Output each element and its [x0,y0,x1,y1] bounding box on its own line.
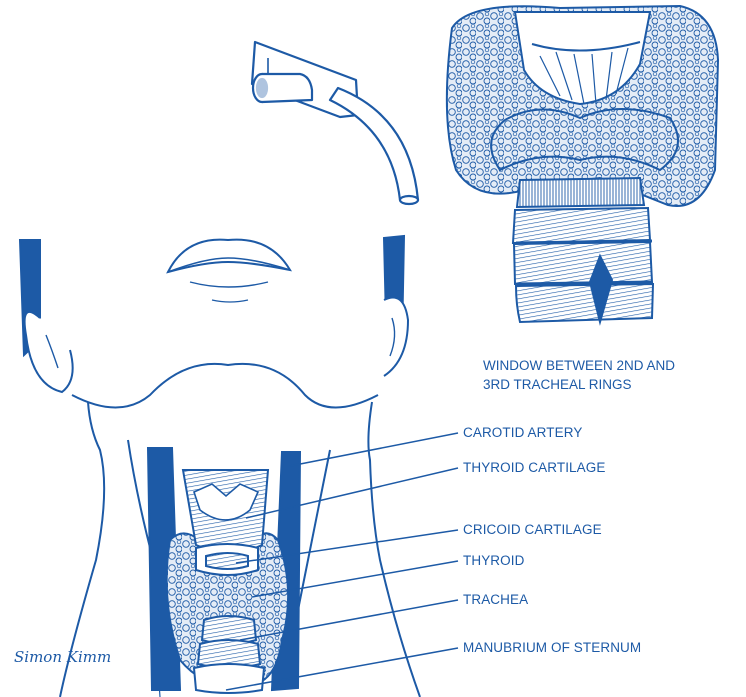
inset-caption: WINDOW BETWEEN 2ND AND 3RD TRACHEAL RING… [483,356,675,394]
tracheostomy-tube-icon [252,42,418,204]
label-cricoid-cartilage: CRICOID CARTILAGE [463,522,602,538]
label-manubrium-of-sternum: MANUBRIUM OF STERNUM [463,640,641,656]
neck-dissection [148,448,300,693]
inset-caption-line2: 3RD TRACHEAL RINGS [483,375,675,394]
inset-caption-line1: WINDOW BETWEEN 2ND AND [483,356,675,375]
label-carotid-artery: CAROTID ARTERY [463,425,582,441]
label-thyroid-cartilage: THYROID CARTILAGE [463,460,605,476]
label-trachea: TRACHEA [463,592,528,608]
leader-thyroid-cartilage [246,468,458,518]
artist-signature: Simon Kimm [14,648,111,666]
leader-carotid [290,433,458,466]
tracheal-window-inset [447,6,718,322]
label-thyroid: THYROID [463,553,524,569]
